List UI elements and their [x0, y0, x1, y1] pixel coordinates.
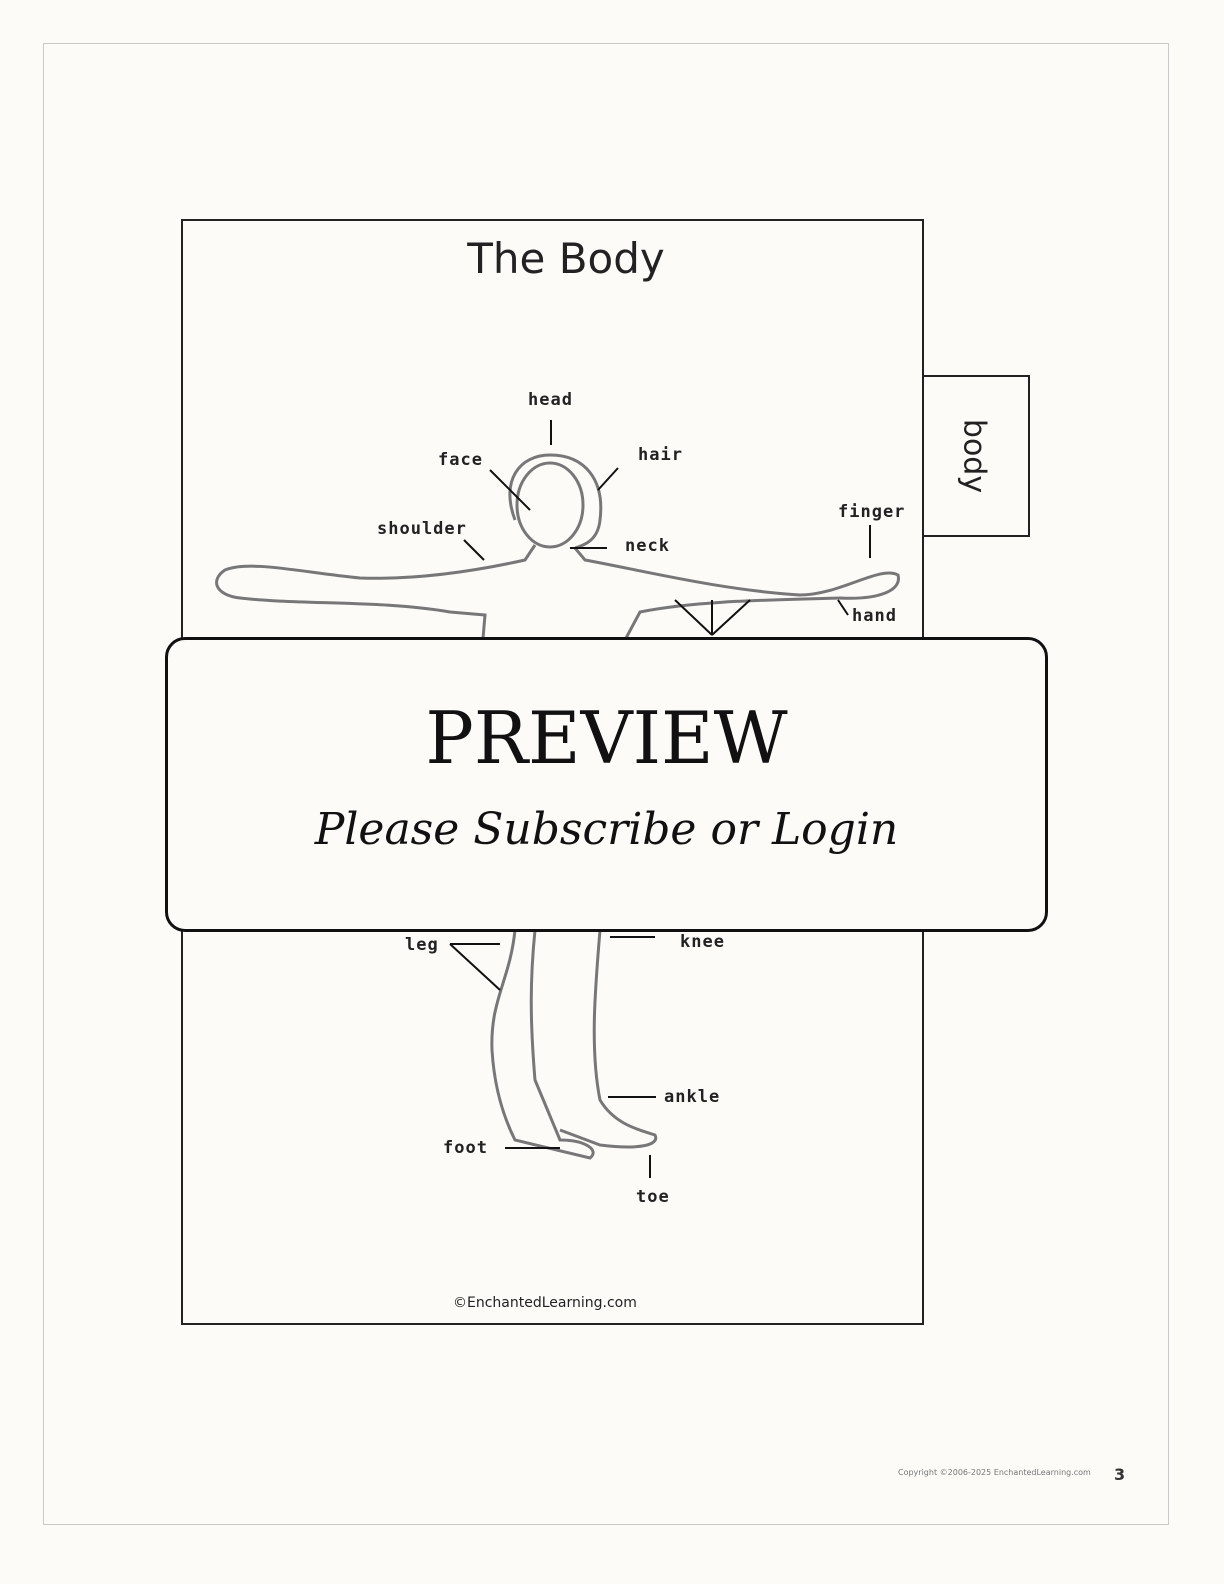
label-shoulder: shoulder: [377, 519, 467, 539]
footer-copyright: Copyright ©2006-2025 EnchantedLearning.c…: [898, 1468, 1091, 1477]
preview-overlay[interactable]: PREVIEW Please Subscribe or Login: [165, 637, 1048, 932]
label-foot: foot: [443, 1138, 488, 1158]
label-ankle: ankle: [664, 1087, 721, 1107]
label-leg: leg: [405, 935, 439, 955]
label-hand: hand: [852, 606, 897, 626]
label-hair: hair: [638, 445, 683, 465]
worksheet-title: The Body: [467, 234, 665, 283]
label-neck: neck: [625, 536, 670, 556]
book-tab: body: [920, 375, 1030, 537]
label-head: head: [528, 390, 573, 410]
subscribe-login-prompt[interactable]: Please Subscribe or Login: [314, 804, 899, 855]
page-number: 3: [1114, 1465, 1126, 1484]
label-toe: toe: [636, 1187, 670, 1207]
label-face: face: [438, 450, 483, 470]
preview-heading: PREVIEW: [425, 696, 788, 780]
label-knee: knee: [680, 932, 725, 952]
page-frame: [43, 43, 1169, 1525]
label-finger: finger: [838, 502, 906, 522]
worksheet-credit: ©EnchantedLearning.com: [453, 1295, 637, 1311]
